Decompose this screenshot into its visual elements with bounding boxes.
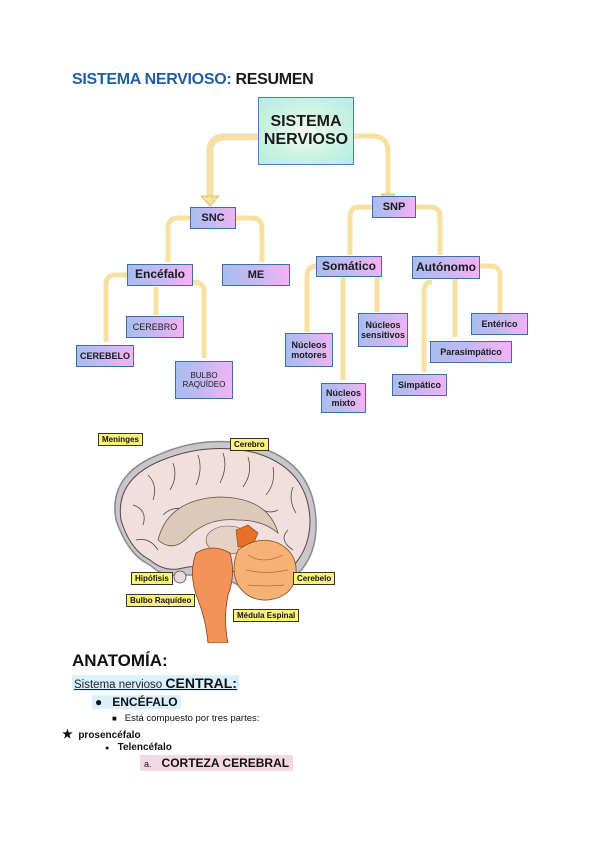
- square-bullet-icon: ■: [112, 714, 117, 723]
- connector-snc-encefalo: [165, 215, 190, 262]
- list-item-text: Está compuesto por tres partes:: [124, 713, 260, 724]
- brain-illustration: Meninges Cerebro Hipófisis Cerebelo Bulb…: [88, 425, 338, 644]
- node-autonomo: Autónomo: [412, 256, 480, 279]
- node-me: ME: [222, 264, 290, 286]
- node-encefalo: Encéfalo: [127, 264, 193, 286]
- label-cerebro: Cerebro: [230, 438, 269, 451]
- connector-root-snp: [354, 133, 391, 196]
- label-medula-espinal: Médula Espinal: [233, 609, 300, 622]
- list-item-prosencefalo: ★ prosencéfalo: [62, 727, 141, 741]
- corpus-callosum-shape: [157, 496, 279, 547]
- node-nucleos-mixto: Núcleos mixto: [321, 383, 366, 413]
- list-item-telencefalo: ● Telencéfalo: [105, 742, 172, 753]
- title-main: SISTEMA NERVIOSO:: [72, 71, 232, 88]
- label-meninges: Meninges: [98, 433, 143, 446]
- connector-root-snc: [207, 134, 258, 198]
- list-item-text: Telencéfalo: [117, 742, 172, 753]
- node-nucleos-motores: Núcleos motores: [285, 333, 333, 367]
- connector-arrowheads: [200, 193, 396, 207]
- brain-sagittal-image: [114, 440, 317, 644]
- pituitary-shape: [173, 570, 187, 584]
- node-nucleos-sensitivos: Núcleos sensitivos: [358, 313, 408, 347]
- list-item-text: CORTEZA CEREBRAL: [161, 756, 290, 770]
- node-snp: SNP: [372, 196, 416, 218]
- connector-encefalo-bulbo: [192, 279, 207, 358]
- ordered-marker: a.: [144, 759, 152, 769]
- list-item-encefalo: ● ENCÉFALO: [92, 695, 181, 709]
- diagram-connectors: [103, 133, 503, 380]
- brainstem-shape: [192, 547, 233, 644]
- star-icon: ★: [62, 727, 73, 741]
- label-hipofisis: Hipófisis: [131, 572, 173, 585]
- connector-somatico-motores: [304, 263, 319, 332]
- node-somatico: Somático: [316, 256, 382, 277]
- label-cerebelo: Cerebelo: [293, 572, 336, 585]
- list-item-text: ENCÉFALO: [112, 695, 178, 709]
- midbrain-shape: [235, 524, 259, 548]
- bullet-icon: ●: [105, 745, 110, 752]
- list-item-compuesto: ■ Está compuesto por tres partes:: [112, 713, 259, 724]
- section-heading-anatomia: ANATOMÍA:: [72, 651, 168, 670]
- bullet-icon: ●: [95, 695, 103, 709]
- node-sistema-nervioso: SISTEMA NERVIOSO: [258, 97, 354, 165]
- arrow-down-icon: [200, 195, 220, 207]
- subheading-plain: Sistema nervioso: [74, 679, 166, 691]
- connector-snp-somatico: [347, 204, 372, 255]
- label-bulbo-raquideo: Bulbo Raquídeo: [126, 594, 196, 607]
- connector-lines: [103, 133, 503, 380]
- list-item-text: prosencéfalo: [78, 730, 141, 741]
- node-bulbo-raquideo: BULBO RAQUÍDEO: [175, 361, 233, 399]
- list-item-corteza-cerebral: a. CORTEZA CEREBRAL: [140, 755, 294, 771]
- subheading-bold: CENTRAL:: [165, 675, 237, 691]
- page-title: SISTEMA NERVIOSO: RESUMEN: [72, 71, 314, 89]
- node-enterico: Entérico: [471, 313, 528, 335]
- connector-autonomo-simpatico: [421, 279, 433, 372]
- node-simpatico: Simpático: [392, 374, 447, 396]
- connector-autonomo-enterico: [480, 263, 503, 313]
- subheading-snc: Sistema nervioso CENTRAL:: [72, 675, 239, 691]
- node-cerebro: CEREBRO: [126, 316, 184, 338]
- node-snc: SNC: [190, 207, 236, 229]
- node-cerebelo: CEREBELO: [76, 345, 134, 367]
- connector-snc-me: [236, 215, 265, 262]
- node-parasimpatico: Parasimpático: [430, 341, 512, 363]
- connector-encefalo-cerebelo: [103, 272, 127, 342]
- title-suffix: RESUMEN: [231, 71, 314, 88]
- connector-snp-autonomo: [416, 204, 443, 255]
